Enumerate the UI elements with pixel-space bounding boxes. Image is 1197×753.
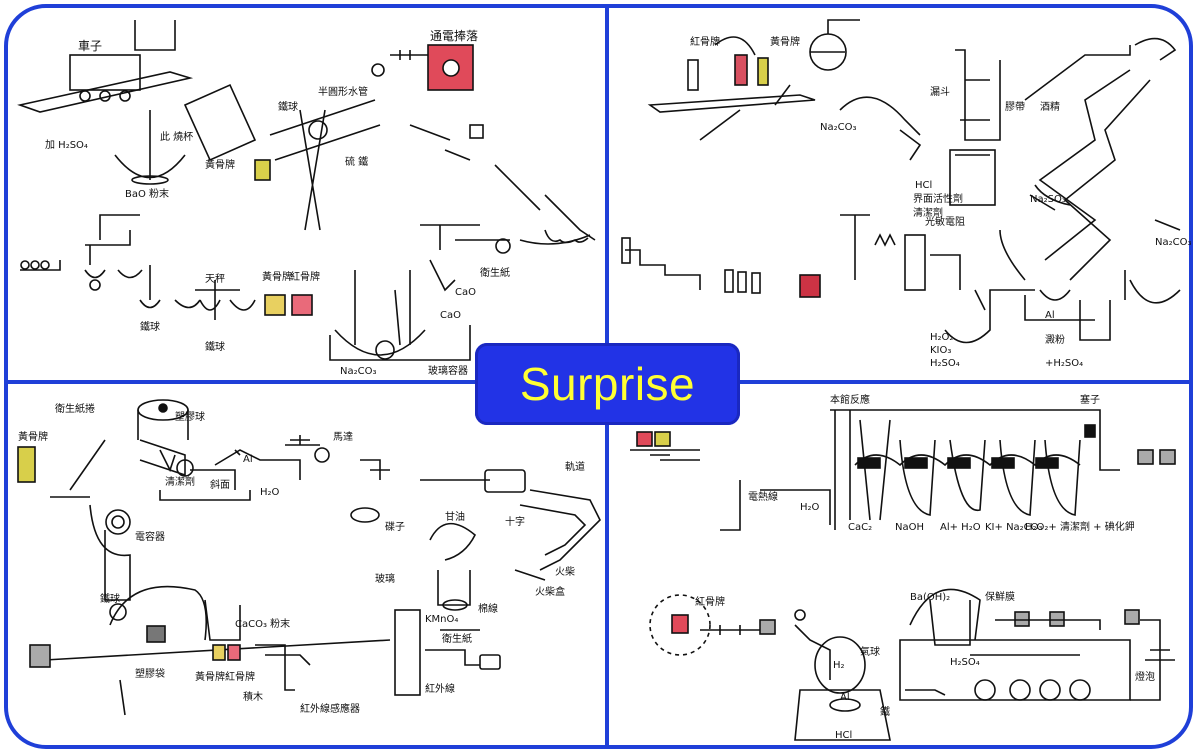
label-battery: 光敏電阻 [925, 215, 965, 228]
label-funnel: 漏斗 [930, 86, 950, 98]
label-beaker: 此 燒杯 [160, 130, 193, 143]
label-ki: KI+ Na₂CO₃ [985, 522, 1043, 533]
quadrant-bottom-left-labels: 黃骨牌 衛生紙捲 塑膠球 Al 清潔劑 H₂O 斜面 馬達 軌道 電容器 碟子 … [18, 402, 585, 715]
label-na2co3: Na₂CO₃ [340, 366, 376, 377]
label-paper: 衛生紙捲 [55, 402, 95, 415]
label-reddom: 紅骨牌 [225, 670, 255, 683]
label-block: 積木 [243, 690, 263, 703]
label-hcl: HCl [915, 180, 932, 191]
label-bag: 塑膠袋 [135, 667, 165, 680]
surprise-badge: Surprise [475, 343, 740, 425]
label-yellowdomino: 黃骨牌 [770, 35, 800, 48]
label-kmno4: KMnO₄ [425, 614, 458, 625]
label-ironball3: 鐵球 [205, 340, 225, 353]
label-surf: 界面活性劑 [913, 192, 963, 205]
label-scale: 天秤 [205, 273, 225, 285]
label-iron: 鐵 [880, 705, 890, 718]
label-cao2: CaO [440, 310, 461, 321]
label-yellowdom: 黃骨牌 [262, 270, 292, 283]
label-yellowdom: 黃骨牌 [195, 670, 225, 683]
label-box: 火柴盒 [535, 585, 565, 598]
label-film: 保鮮膜 [985, 590, 1015, 603]
label-pipe: 膠帶 [1005, 101, 1025, 113]
label-sensor: 紅外線感應器 [300, 702, 360, 715]
label-infrared: 紅外線 [425, 682, 455, 695]
label-title: 本館反應 [830, 393, 870, 406]
label-balloon: 氣球 [860, 645, 880, 658]
label-ironball1: 鐵球 [278, 100, 298, 113]
label-cotton: 棉線 [478, 602, 498, 615]
label-cac2: CaC₂ [848, 522, 872, 533]
label-ironball: 鐵球 [100, 592, 120, 605]
label-heater: 電熱線 [748, 490, 778, 503]
quadrant-top-left [17, 20, 596, 361]
label-starch: 澱粉 [1045, 333, 1065, 346]
label-motor: 馬達 [333, 431, 353, 443]
label-h2so4: H₂SO₄ [930, 358, 960, 369]
label-clean: 清潔劑 [913, 206, 943, 219]
label-bulb: 燈泡 [1135, 670, 1155, 683]
label-paper: 衛生紙 [480, 266, 510, 279]
label-al: Al [243, 454, 253, 465]
label-na2so3: Na₂SO₃ [1030, 194, 1066, 205]
label-tube: 半圓形水管 [318, 85, 368, 98]
label-h2o2: H₂O₂ [930, 332, 953, 343]
label-al: Al+ H₂O [940, 522, 981, 533]
label-power: 通電捧落 [430, 29, 478, 43]
label-glass: 玻璃 [375, 572, 395, 585]
label-roll: 電容器 [135, 530, 165, 543]
label-sulfur: 硫 鐵 [345, 155, 368, 168]
label-cao1: CaO [455, 287, 476, 298]
label-clean: 清潔劑 [165, 475, 195, 488]
label-ironball2: 鐵球 [140, 320, 160, 333]
label-ki: KIO₃ [930, 345, 951, 356]
label-h2o2: H₂O₂+ 清潔劑 + 碘化鉀 [1025, 520, 1135, 533]
label-na2co3: Na₂CO₃ [820, 122, 856, 133]
label-red: 紅骨牌 [695, 595, 725, 608]
label-h2so4: 加 H₂SO₄ [45, 139, 88, 151]
label-caco3: CaCO₃ 粉末 [235, 617, 290, 630]
label-reddom: 紅骨牌 [290, 270, 320, 283]
label-cross: 十字 [505, 515, 525, 528]
label-tray: 玻璃容器 [428, 364, 468, 377]
label-plate: 碟子 [385, 520, 405, 533]
label-h2so4: H₂SO₄ [950, 657, 980, 668]
label-track: 軌道 [565, 460, 585, 473]
label-stopper: 塞子 [1080, 393, 1100, 406]
label-baoh: Ba(OH)₂ [910, 592, 950, 603]
label-naoh: NaOH [895, 522, 924, 533]
surprise-label: Surprise [519, 358, 696, 410]
label-al2: Al [840, 692, 850, 703]
label-reddomino: 紅骨牌 [690, 35, 720, 48]
quadrant-top-right [621, 19, 1181, 344]
label-yellow: 黃骨牌 [205, 158, 235, 171]
label-ball: 塑膠球 [175, 410, 205, 423]
label-hcl: HCl [835, 730, 852, 741]
label-matches: 火柴 [555, 565, 575, 578]
label-h2o: H₂O [800, 502, 820, 513]
label-tissue: 衛生紙 [442, 632, 472, 645]
quadrant-top-right-labels: 紅骨牌 黃骨牌 Na₂CO₃ HCl 界面活性劑 清潔劑 漏斗 酒精 膠帶 Na… [690, 35, 1191, 369]
quadrant-bottom-left [17, 399, 601, 716]
label-yellow: 黃骨牌 [18, 430, 48, 443]
quadrant-top-left-labels: 車子 通電捧落 加 H₂SO₄ BaO 粉末 此 燒杯 鐵球 黃骨牌 半圓形水管… [45, 29, 510, 377]
label-acid: +H₂SO₄ [1045, 358, 1083, 369]
label-al: Al [1045, 310, 1055, 321]
label-bao: BaO 粉末 [125, 187, 169, 200]
label-slope: 斜面 [210, 478, 230, 491]
label-car: 車子 [78, 39, 102, 53]
label-h2o: H₂O [260, 487, 280, 498]
label-na2co3b: Na₂CO₃ [1155, 237, 1191, 248]
quadrant-bottom-right-labels: 本館反應 電熱線 H₂O CaC₂ NaOH Al+ H₂O KI+ Na₂CO… [695, 393, 1155, 741]
label-glycerin: 甘油 [445, 510, 465, 523]
quadrant-bottom-right [630, 409, 1176, 741]
label-h2: H₂ [833, 660, 845, 671]
label-alcohol: 酒精 [1040, 100, 1060, 113]
